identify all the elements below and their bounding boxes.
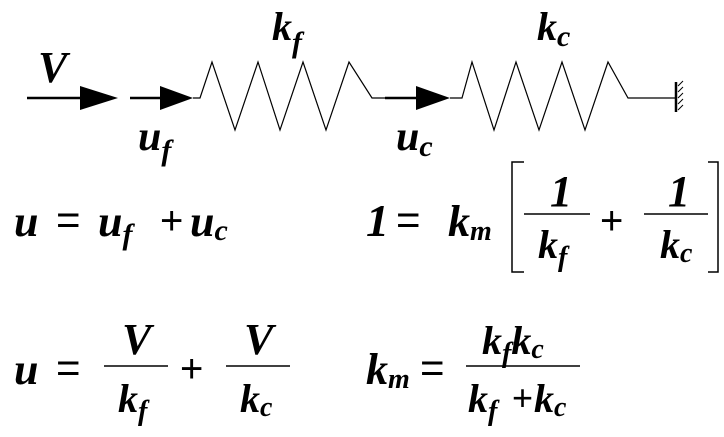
eq1-term2-main: u bbox=[190, 197, 214, 246]
eq2-frac2-den-main: k bbox=[660, 222, 680, 267]
eq4-lhs: km bbox=[366, 345, 410, 395]
disp-uf-sub: f bbox=[161, 134, 174, 167]
spring-kc-label: kc bbox=[537, 4, 570, 53]
eq4-num-a-sub: f bbox=[502, 338, 514, 369]
eq1-term2-sub: c bbox=[214, 214, 227, 247]
eq4-den-plus: + bbox=[512, 377, 533, 418]
eq3-frac1-den-main: k bbox=[118, 376, 138, 421]
equation-compliance: 1 = km 1 kf + 1 kc bbox=[366, 161, 719, 273]
fixed-support-icon bbox=[674, 80, 684, 112]
spring-kf-label: kf bbox=[272, 4, 305, 59]
eq2-frac2-num: 1 bbox=[668, 167, 690, 216]
eq1-term1-main: u bbox=[98, 197, 122, 246]
eq4-den-a-main: k bbox=[468, 376, 488, 421]
eq3-plus: + bbox=[180, 347, 203, 391]
eq3-frac1-den: kf bbox=[118, 376, 150, 427]
eq1-equals: = bbox=[56, 196, 81, 243]
disp-uf-label: uf bbox=[138, 114, 174, 167]
eq4-den-b-sub: c bbox=[554, 392, 567, 423]
displacement-arrow-uf bbox=[130, 86, 193, 110]
eq2-frac2-den: kc bbox=[660, 222, 693, 269]
eq2-coef-main: k bbox=[448, 197, 470, 246]
eq3-lhs: u bbox=[14, 345, 38, 394]
eq4-lhs-sub: m bbox=[388, 364, 410, 395]
equation-displacement-force: u = V kf + V kc bbox=[14, 315, 290, 427]
eq1-term1: uf bbox=[98, 197, 135, 251]
eq4-num: kfkc bbox=[482, 318, 544, 369]
eq4-den-a: kf bbox=[468, 376, 500, 427]
eq2-frac1-num: 1 bbox=[550, 167, 572, 216]
disp-uc-main: u bbox=[396, 114, 419, 160]
spring-kf-main: k bbox=[272, 4, 292, 49]
eq1-lhs: u bbox=[14, 197, 38, 246]
eq4-equals: = bbox=[420, 344, 445, 391]
eq2-coef-sub: m bbox=[470, 216, 492, 247]
force-label: V bbox=[38, 43, 71, 92]
eq4-num-b-sub: c bbox=[531, 334, 544, 365]
eq3-frac2-num: V bbox=[244, 315, 277, 364]
eq2-frac1-den: kf bbox=[538, 222, 570, 273]
spring-kc-main: k bbox=[537, 4, 557, 49]
eq2-coef: km bbox=[448, 197, 492, 247]
displacement-arrow-uc bbox=[385, 86, 450, 110]
eq4-den-a-sub: f bbox=[488, 396, 500, 427]
eq2-frac2-den-sub: c bbox=[680, 238, 693, 269]
eq1-term2: uc bbox=[190, 197, 228, 247]
eq2-right-bracket bbox=[708, 161, 719, 273]
equation-displacement-sum: u = uf + uc bbox=[14, 196, 228, 251]
eq3-frac2-den-main: k bbox=[240, 376, 260, 421]
series-spring-diagram: V kf kc bbox=[27, 4, 684, 167]
spring-kc-sub: c bbox=[557, 20, 570, 53]
eq2-plus: + bbox=[600, 199, 623, 243]
equation-equivalent-stiffness: km = kfkc kf + kc bbox=[366, 318, 580, 427]
eq4-num-b-main: k bbox=[511, 318, 531, 363]
eq3-equals: = bbox=[56, 344, 81, 391]
disp-uc-sub: c bbox=[419, 130, 432, 163]
eq4-lhs-main: k bbox=[366, 345, 388, 394]
eq2-left-bracket bbox=[511, 161, 524, 273]
eq3-frac2-den-sub: c bbox=[260, 392, 273, 423]
spring-kf bbox=[193, 60, 385, 132]
eq4-num-a-main: k bbox=[482, 318, 502, 363]
eq3-frac1-den-sub: f bbox=[138, 396, 150, 427]
eq2-lhs: 1 bbox=[366, 195, 389, 246]
eq1-term1-sub: f bbox=[122, 218, 135, 251]
eq2-equals: = bbox=[396, 196, 421, 243]
spring-kf-sub: f bbox=[292, 26, 305, 59]
eq4-den-b-main: k bbox=[534, 376, 554, 421]
eq3-frac2-den: kc bbox=[240, 376, 273, 423]
eq4-den-b: kc bbox=[534, 376, 567, 423]
eq3-frac1-num: V bbox=[122, 315, 155, 364]
disp-uc-label: uc bbox=[396, 114, 433, 163]
force-arrow bbox=[27, 86, 118, 110]
eq2-frac1-den-sub: f bbox=[558, 242, 570, 273]
eq2-frac1-den-main: k bbox=[538, 222, 558, 267]
eq1-plus: + bbox=[160, 199, 183, 243]
spring-kc bbox=[450, 59, 676, 132]
disp-uf-main: u bbox=[138, 114, 161, 160]
